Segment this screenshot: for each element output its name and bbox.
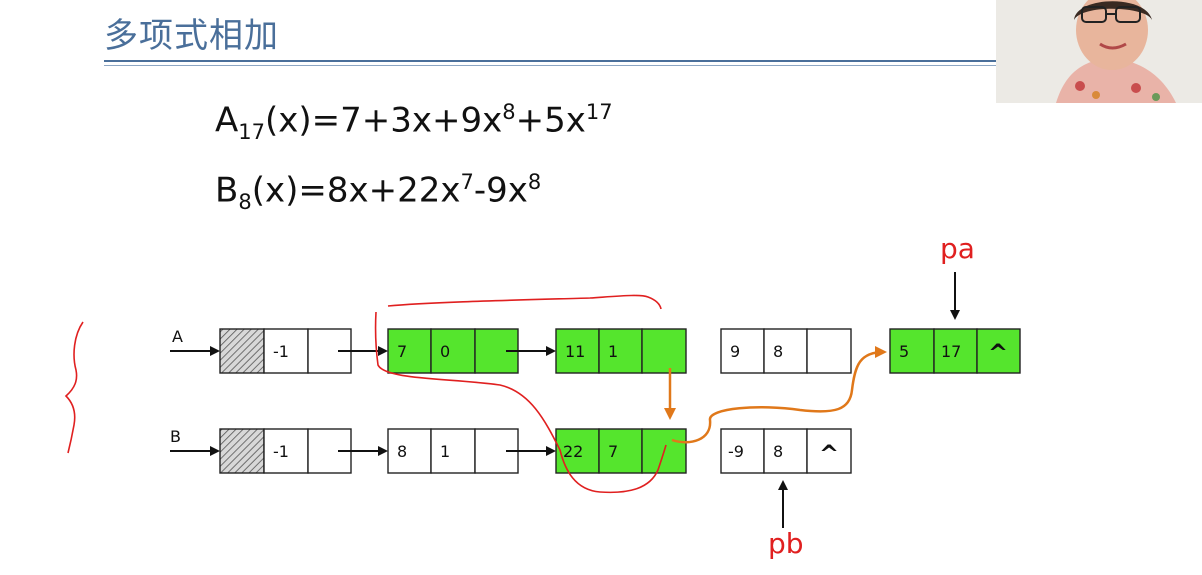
red-brace-annotation (66, 322, 83, 453)
red-annotation-loop (376, 312, 666, 492)
list-b-label: B (170, 427, 181, 446)
title-rule (104, 60, 996, 62)
node-coef: -9 (728, 442, 744, 461)
list-a-label: A (172, 327, 183, 346)
node-coef: 22 (563, 442, 583, 461)
pb-label: pb (768, 527, 804, 560)
node-coef: 8 (397, 442, 407, 461)
list-a-node-1: 7 0 (388, 329, 518, 373)
list-a-node-3: 9 8 (721, 329, 851, 373)
list-b-node-2: 22 7 (556, 429, 686, 473)
presenter-webcam (996, 0, 1202, 103)
node-coef: 7 (397, 342, 407, 361)
list-b-node-head: -1 (220, 429, 351, 473)
list-a-node-4: 5 17 ^ (890, 329, 1020, 373)
node-coef: 9 (730, 342, 740, 361)
formula-b: B8(x)=8x+22x7-9x8 (215, 170, 541, 214)
null-pointer-symbol: ^ (819, 440, 839, 468)
node-exp: 7 (608, 442, 618, 461)
list-a-node-head: -1 (220, 329, 351, 373)
node-exp: 8 (773, 442, 783, 461)
null-pointer-symbol: ^ (988, 339, 1008, 367)
red-annotation-top (388, 295, 661, 309)
node-exp: -1 (273, 342, 289, 361)
node-coef: 5 (899, 342, 909, 361)
node-exp: 8 (773, 342, 783, 361)
title-rule-thin (104, 65, 996, 66)
formula-a: A17(x)=7+3x+9x8+5x17 (215, 100, 613, 144)
list-a-node-2: 11 1 (556, 329, 686, 373)
presenter-image (996, 0, 1202, 103)
node-exp: -1 (273, 442, 289, 461)
orange-merge-path (672, 352, 884, 442)
node-exp: 1 (608, 342, 618, 361)
list-b-node-3: -9 8 ^ (721, 429, 851, 473)
node-exp: 17 (941, 342, 961, 361)
slide-title: 多项式相加 (104, 8, 279, 57)
node-exp: 1 (440, 442, 450, 461)
list-b-node-1: 8 1 (388, 429, 518, 473)
node-exp: 0 (440, 342, 450, 361)
pa-label: pa (940, 232, 975, 265)
node-coef: 11 (565, 342, 585, 361)
